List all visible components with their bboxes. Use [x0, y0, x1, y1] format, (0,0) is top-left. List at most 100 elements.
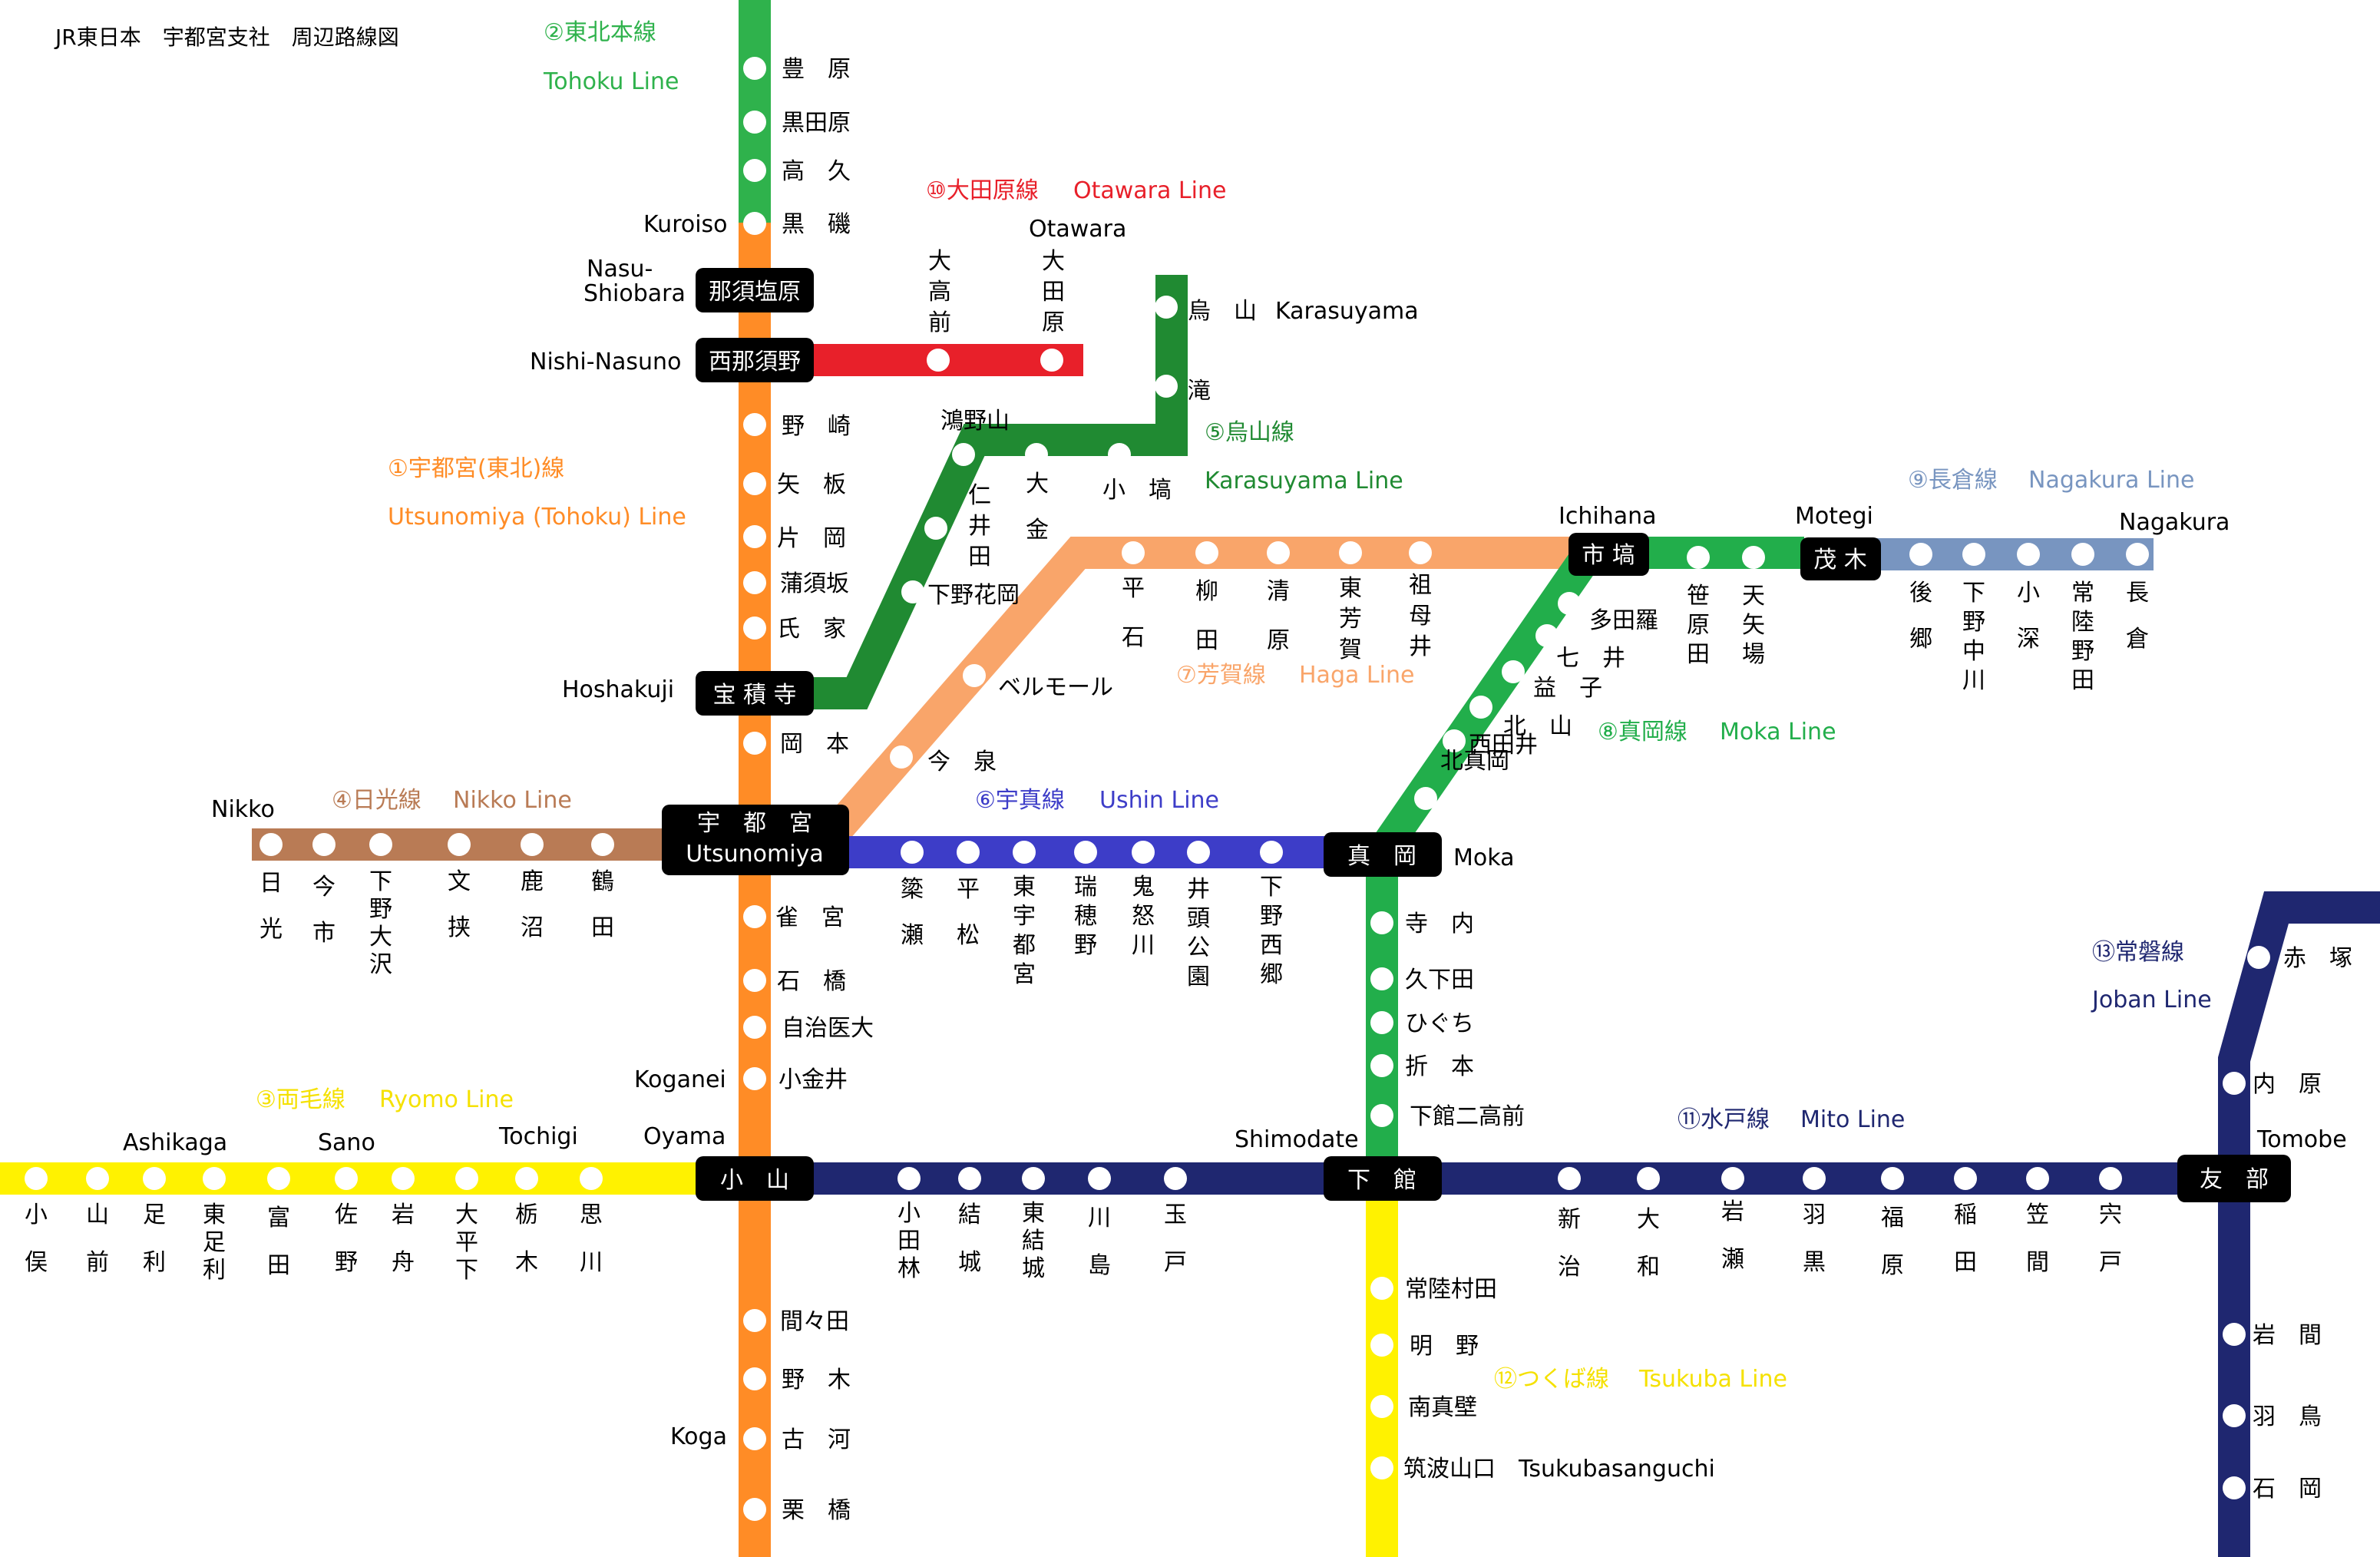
station-dot[interactable]	[455, 1167, 478, 1190]
station-dot[interactable]	[1370, 1395, 1393, 1418]
hub-nasushiobara[interactable]	[696, 268, 814, 312]
station-dot[interactable]	[927, 349, 950, 372]
hub-motegi[interactable]	[1800, 537, 1881, 580]
station-dot[interactable]	[1558, 1167, 1581, 1190]
station-dot[interactable]	[259, 833, 283, 856]
station-dot[interactable]	[1122, 541, 1145, 564]
hub-oyama[interactable]	[696, 1156, 814, 1201]
station-dot[interactable]	[335, 1167, 358, 1190]
station-dot[interactable]	[1339, 541, 1362, 564]
station-dot[interactable]	[924, 517, 947, 540]
hub-hoshakuji[interactable]	[696, 671, 814, 716]
station-dot[interactable]	[1637, 1167, 1660, 1190]
station-dot[interactable]	[1370, 1011, 1393, 1034]
hub-nishinasuno[interactable]	[696, 338, 814, 382]
station-dot[interactable]	[86, 1167, 109, 1190]
station-dot[interactable]	[369, 833, 392, 856]
station-dot[interactable]	[267, 1167, 290, 1190]
station-dot[interactable]	[890, 745, 913, 769]
station-dot[interactable]	[143, 1167, 166, 1190]
station-dot[interactable]	[743, 212, 766, 235]
station-dot[interactable]	[1370, 1334, 1393, 1357]
station-dot[interactable]	[952, 443, 975, 466]
station-dot[interactable]	[1370, 1456, 1393, 1479]
station-dot[interactable]	[958, 1167, 981, 1190]
station-dot[interactable]	[1155, 296, 1178, 319]
station-dot[interactable]	[743, 732, 766, 755]
station-dot[interactable]	[2017, 543, 2040, 566]
station-dot[interactable]	[1164, 1167, 1187, 1190]
station-dot[interactable]	[897, 1167, 921, 1190]
station-dot[interactable]	[448, 833, 471, 856]
station-dot[interactable]	[1074, 841, 1097, 864]
station-dot[interactable]	[2223, 1404, 2246, 1427]
station-dot[interactable]	[743, 1367, 766, 1390]
station-dot[interactable]	[1013, 841, 1036, 864]
station-dot[interactable]	[1187, 841, 1210, 864]
station-dot[interactable]	[515, 1167, 538, 1190]
station-dot[interactable]	[2099, 1167, 2122, 1190]
station-dot[interactable]	[1370, 1054, 1393, 1077]
station-dot[interactable]	[743, 472, 766, 495]
station-dot[interactable]	[521, 833, 544, 856]
station-dot[interactable]	[1370, 1104, 1393, 1127]
station-dot[interactable]	[1370, 967, 1393, 990]
station-dot[interactable]	[1132, 841, 1155, 864]
station-dot[interactable]	[743, 525, 766, 548]
station-dot[interactable]	[1040, 349, 1063, 372]
station-dot[interactable]	[957, 841, 980, 864]
station-dot[interactable]	[1022, 1167, 1045, 1190]
station-dot[interactable]	[743, 1427, 766, 1450]
hub-ichihana[interactable]	[1568, 533, 1649, 576]
station-dot[interactable]	[743, 617, 766, 640]
station-dot[interactable]	[743, 1309, 766, 1332]
station-dot[interactable]	[1409, 541, 1432, 564]
station-dot[interactable]	[743, 111, 766, 134]
station-dot[interactable]	[1742, 546, 1765, 569]
station-dot[interactable]	[580, 1167, 603, 1190]
station-dot[interactable]	[1260, 841, 1283, 864]
station-dot[interactable]	[25, 1167, 48, 1190]
station-dot[interactable]	[1962, 543, 1985, 566]
station-dot[interactable]	[743, 159, 766, 182]
station-dot[interactable]	[743, 1016, 766, 1039]
station-dot[interactable]	[2223, 1323, 2246, 1346]
station-dot[interactable]	[1155, 375, 1178, 398]
station-dot[interactable]	[203, 1167, 226, 1190]
station-dot[interactable]	[1502, 660, 1525, 683]
station-dot[interactable]	[1370, 911, 1393, 934]
station-dot[interactable]	[1881, 1167, 1904, 1190]
station-dot[interactable]	[901, 580, 924, 603]
station-dot[interactable]	[743, 1067, 766, 1090]
station-dot[interactable]	[2071, 543, 2094, 566]
station-dot[interactable]	[743, 969, 766, 992]
station-dot[interactable]	[1108, 443, 1131, 466]
station-dot[interactable]	[312, 833, 336, 856]
station-dot[interactable]	[1721, 1167, 1744, 1190]
station-dot[interactable]	[2247, 946, 2270, 969]
station-dot[interactable]	[2223, 1476, 2246, 1499]
hub-shimodate[interactable]	[1324, 1156, 1442, 1201]
hub-utsunomiya[interactable]	[662, 805, 849, 875]
station-dot[interactable]	[1535, 624, 1559, 647]
station-dot[interactable]	[901, 841, 924, 864]
station-dot[interactable]	[1687, 546, 1710, 569]
station-dot[interactable]	[1025, 443, 1048, 466]
station-dot[interactable]	[392, 1167, 415, 1190]
station-dot[interactable]	[743, 1498, 766, 1521]
station-dot[interactable]	[1909, 543, 1932, 566]
station-dot[interactable]	[743, 413, 766, 436]
station-dot[interactable]	[1370, 1277, 1393, 1300]
station-dot[interactable]	[591, 833, 614, 856]
station-dot[interactable]	[2223, 1072, 2246, 1095]
hub-moka[interactable]	[1324, 832, 1442, 877]
station-dot[interactable]	[963, 664, 986, 687]
station-dot[interactable]	[2126, 543, 2149, 566]
station-dot[interactable]	[743, 905, 766, 928]
station-dot[interactable]	[743, 571, 766, 594]
station-dot[interactable]	[2026, 1167, 2049, 1190]
station-dot[interactable]	[1088, 1167, 1111, 1190]
station-dot[interactable]	[1443, 729, 1466, 752]
station-dot[interactable]	[1469, 696, 1492, 719]
station-dot[interactable]	[1558, 592, 1581, 615]
